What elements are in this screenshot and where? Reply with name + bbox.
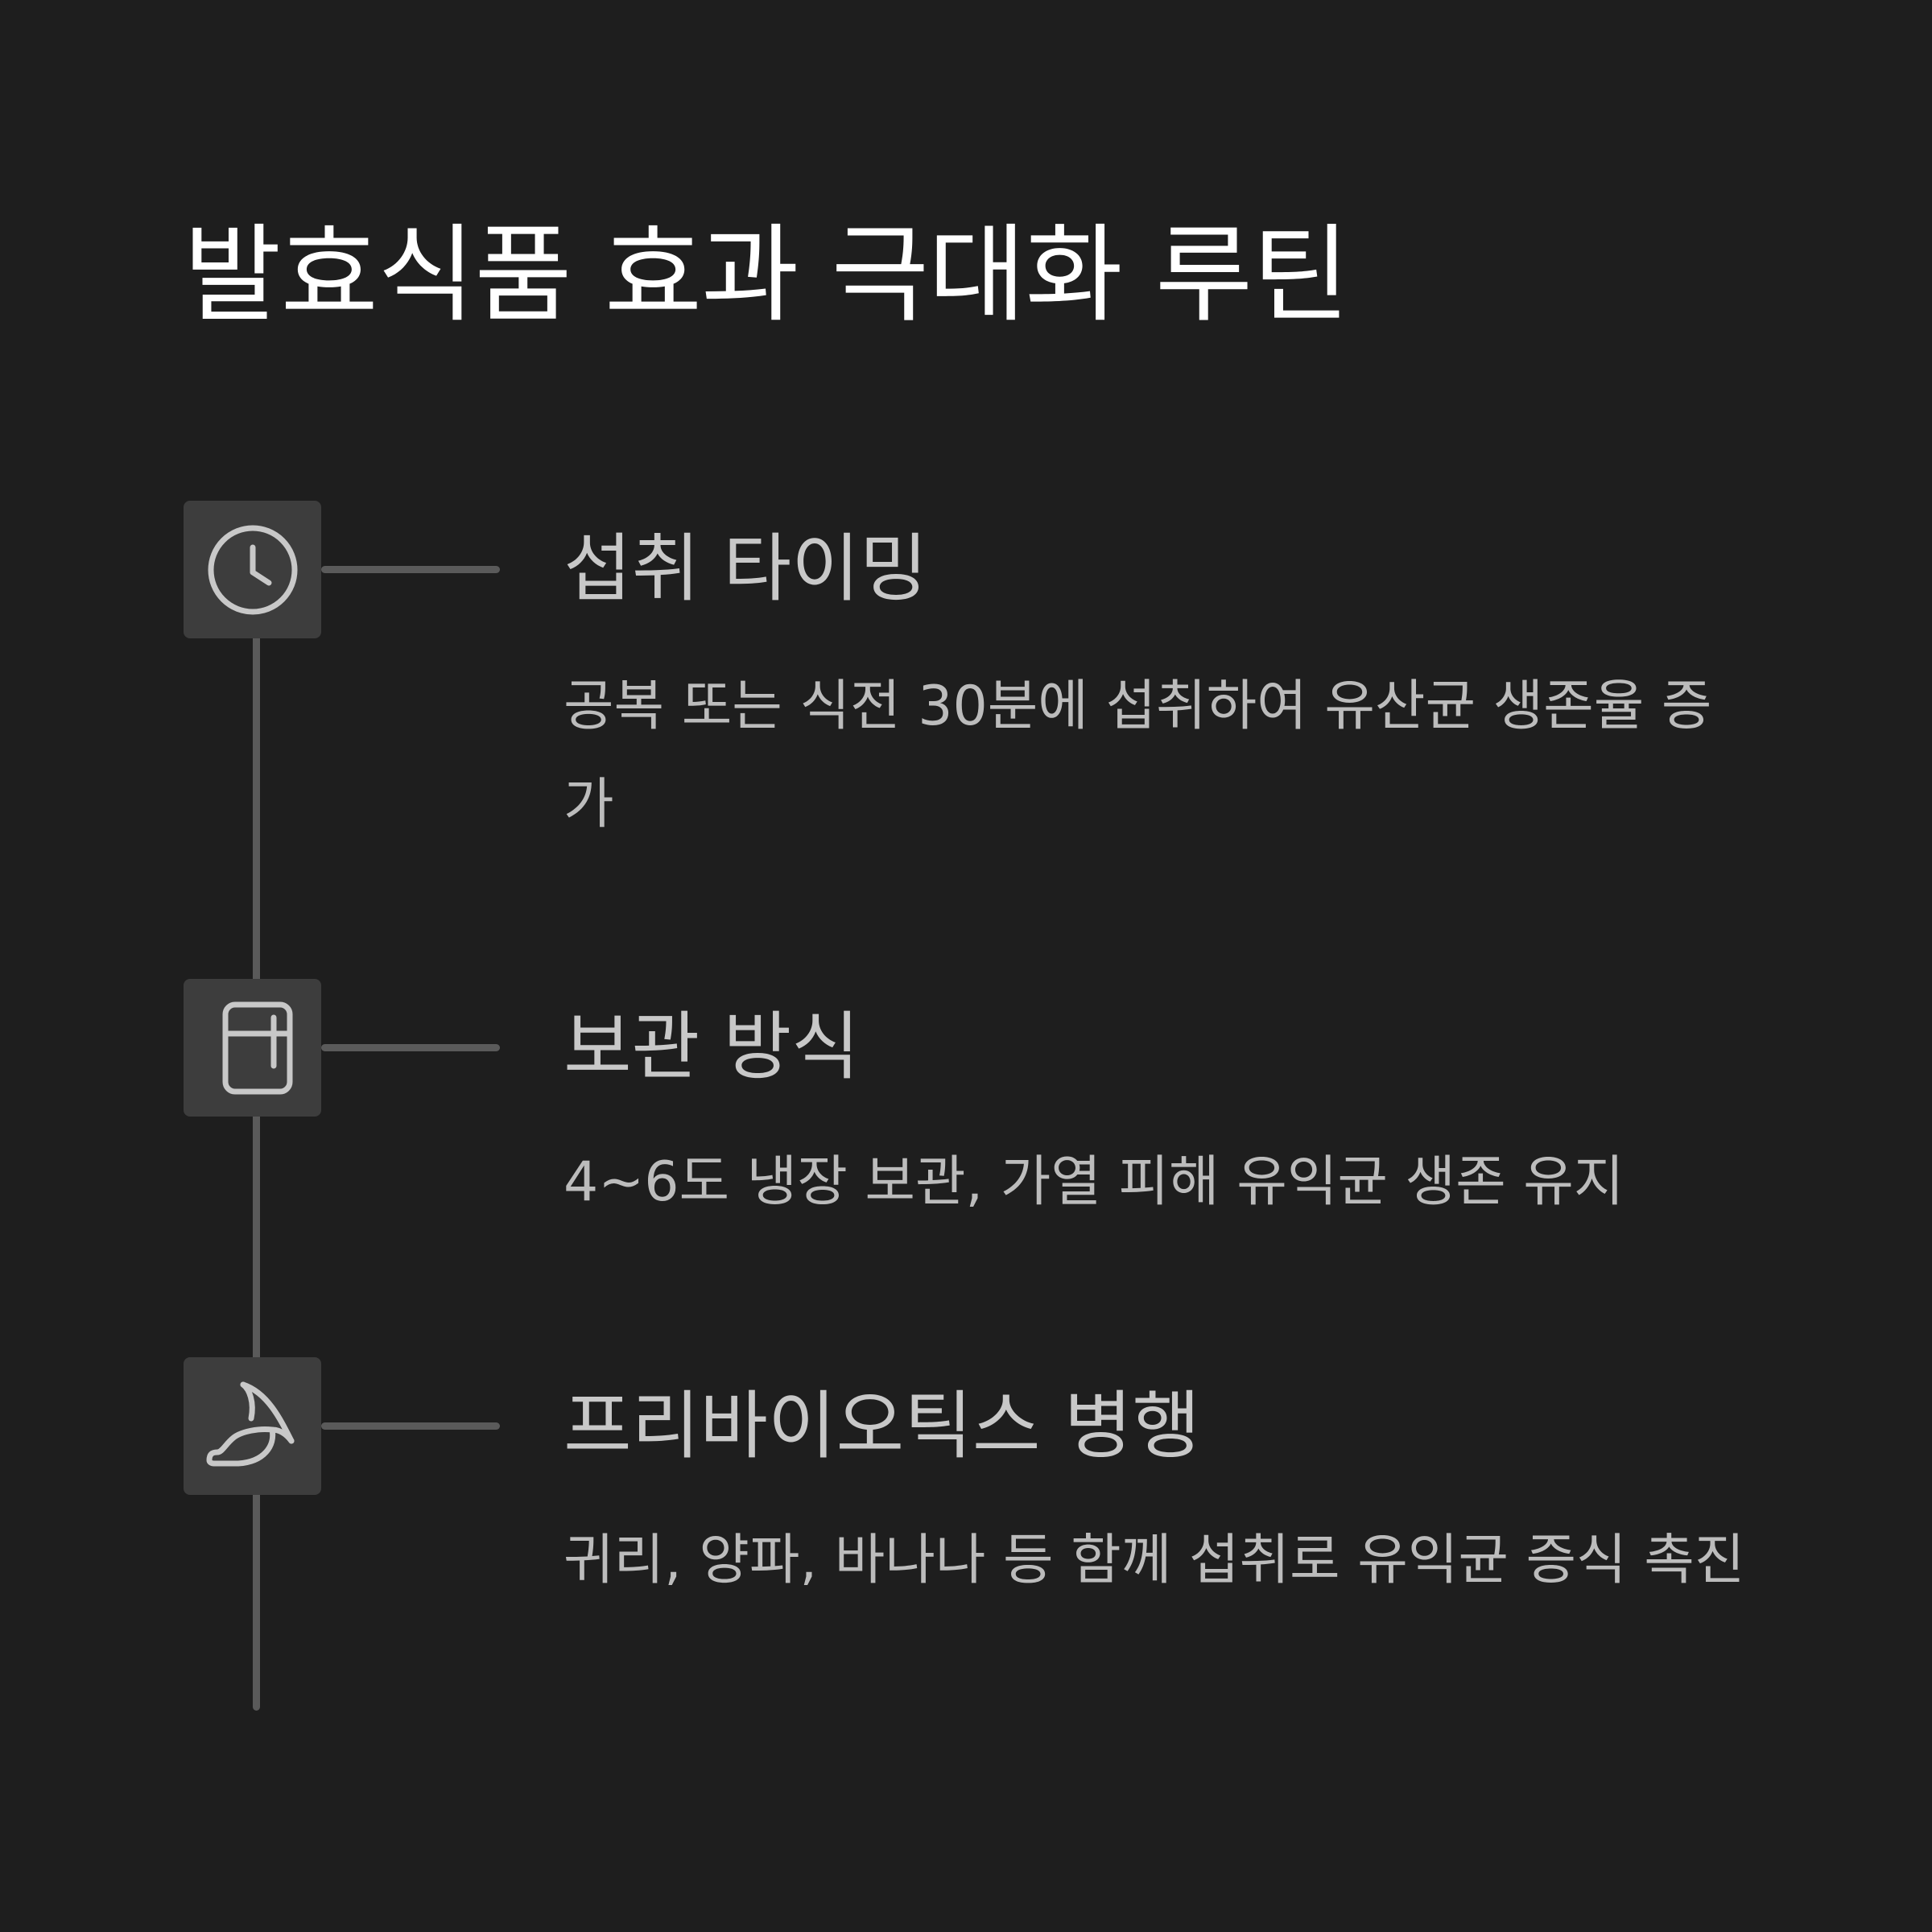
step-title: 보관 방식 [564, 1004, 860, 1090]
page-title: 발효식품 효과 극대화 루틴 [184, 213, 1350, 337]
step-description: 4~6도 냉장 보관, 가열 피해 유익균 생존 유지 [564, 1150, 1624, 1214]
connector-line [321, 1044, 500, 1051]
step-icon-box [184, 979, 321, 1117]
clock-icon [208, 525, 297, 614]
connector-line [321, 566, 500, 573]
banana-icon [206, 1381, 294, 1466]
step-description: 공복 또는 식전 30분에 섭취하여 유산균 생존율 증가 [564, 675, 1712, 836]
step-title: 프리바이오틱스 병행 [564, 1383, 1201, 1469]
refrigerator-icon [222, 1001, 292, 1094]
step-title: 섭취 타이밍 [564, 526, 928, 612]
step-description: 귀리, 양파, 바나나 등 함께 섭취로 유익균 증식 촉진 [564, 1529, 1745, 1592]
step-icon-box [184, 1357, 321, 1495]
connector-line [321, 1422, 500, 1430]
timeline-line [253, 628, 260, 1711]
step-icon-box [184, 501, 321, 638]
